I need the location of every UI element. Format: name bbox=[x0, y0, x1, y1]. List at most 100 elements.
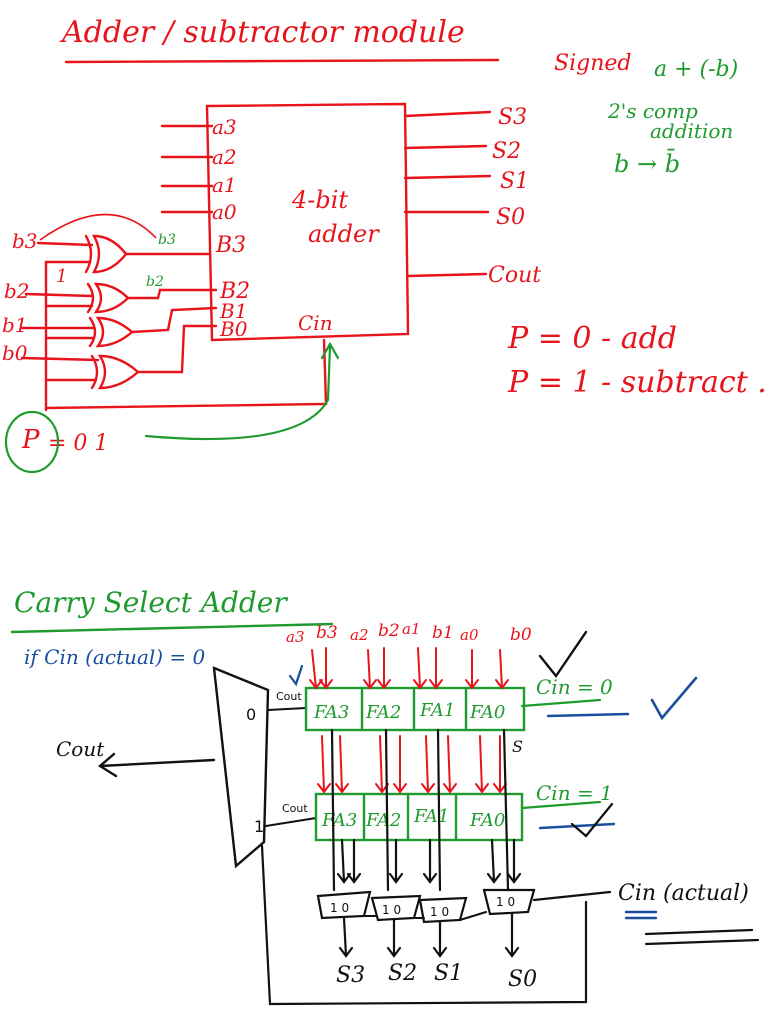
check-mark-2 bbox=[650, 676, 698, 721]
input-b0: b0 bbox=[2, 341, 28, 365]
cin-actual-label: Cin (actual) bbox=[618, 881, 749, 906]
blue-equals bbox=[624, 910, 658, 920]
cout-row1-label: Cout bbox=[276, 690, 302, 703]
label-b1: b1 bbox=[432, 623, 454, 643]
fa-row2-fa3: FA3 bbox=[321, 810, 357, 831]
xor1-out bbox=[130, 306, 218, 334]
input-B1: B1 bbox=[219, 299, 247, 323]
adder-box bbox=[205, 102, 410, 342]
label-a2: a2 bbox=[350, 626, 369, 644]
input-b2: b2 bbox=[4, 279, 30, 303]
top-green-annotations: a + (-b) 2's comp addition b → b̄ b3 b2 bbox=[4, 57, 738, 474]
cond-cin-actual: if Cin (actual) = 0 bbox=[24, 645, 206, 669]
fa-row1-fa3: FA3 bbox=[313, 702, 349, 723]
small-mux-2-label: 1 0 bbox=[382, 903, 401, 917]
check-mark-1 bbox=[538, 630, 588, 679]
sum-S0: S0 bbox=[508, 967, 537, 992]
input-a3: a3 bbox=[212, 115, 237, 139]
xor2-out bbox=[126, 288, 218, 300]
p-feedback-arrow bbox=[144, 344, 332, 441]
fa-row1-dividers bbox=[360, 686, 468, 732]
b3-arc bbox=[39, 213, 157, 241]
output-S2: S2 bbox=[492, 139, 521, 164]
sum-output-arrows bbox=[338, 912, 520, 958]
title-carry-select: Carry Select Adder bbox=[14, 586, 288, 619]
output-S1: S1 bbox=[500, 169, 529, 194]
xor-one-label: 1 bbox=[56, 266, 67, 287]
cin1-underline bbox=[538, 822, 616, 830]
cin0-wire bbox=[520, 698, 602, 708]
fa-row1-fa2: FA2 bbox=[365, 702, 401, 723]
input-b3: b3 bbox=[12, 229, 38, 253]
fa-row2 bbox=[314, 792, 524, 842]
input-a0: a0 bbox=[212, 200, 237, 224]
input-B3: B3 bbox=[215, 233, 246, 258]
cin-actual-underline-1 bbox=[644, 928, 754, 936]
cin-actual-underline-2 bbox=[644, 938, 760, 946]
s2-wire bbox=[403, 144, 488, 150]
sum-S3: S3 bbox=[336, 963, 365, 988]
box-label-4bit: 4-bit bbox=[291, 186, 348, 214]
xor-gate-2 bbox=[86, 282, 130, 314]
fa-row2-dividers bbox=[362, 792, 458, 842]
row2-sum-arrows bbox=[336, 838, 522, 884]
cin-actual-loop bbox=[260, 844, 588, 1006]
small-mux-0-label: 1 0 bbox=[496, 895, 515, 909]
cout-out-arrow bbox=[98, 758, 216, 768]
small-mux-0 bbox=[482, 888, 536, 916]
xor-gate-1 bbox=[88, 316, 134, 348]
input-a2: a2 bbox=[212, 145, 237, 169]
cout-wire bbox=[406, 272, 488, 278]
xor0-out bbox=[136, 324, 218, 374]
input-B2: B2 bbox=[219, 279, 250, 304]
adder-subtractor-diagram: Adder / subtractor module 4-bit adder Ci… bbox=[2, 15, 767, 456]
cin0-underline bbox=[546, 712, 630, 718]
fa-row2-fa2: FA2 bbox=[365, 810, 401, 831]
note-p0-add: P = 0 - add bbox=[507, 321, 677, 356]
small-mux-3-label: 1 0 bbox=[330, 901, 349, 915]
check-mark-4 bbox=[570, 802, 614, 838]
big-mux-0: 0 bbox=[246, 705, 256, 724]
row1-sum-wires bbox=[330, 728, 510, 892]
note-p1-subtract: P = 1 - subtract . bbox=[507, 365, 767, 400]
top-input-labels: a3 b3 a2 b2 a1 b1 a0 b0 bbox=[286, 620, 532, 646]
row1-input-arrows bbox=[309, 647, 509, 690]
note-expr: a + (-b) bbox=[654, 57, 738, 82]
title-underline-green bbox=[10, 622, 334, 634]
cin0-label: Cin = 0 bbox=[536, 675, 613, 699]
big-mux bbox=[212, 666, 270, 869]
cin1-label: Cin = 1 bbox=[536, 781, 613, 805]
p-feedback-arrowhead bbox=[320, 341, 340, 360]
note-b-to-bbar: b → b̄ bbox=[614, 149, 680, 178]
cout-big-label: Cout bbox=[56, 737, 105, 761]
output-S3: S3 bbox=[498, 105, 527, 130]
xor-gate-0 bbox=[90, 354, 140, 390]
check-mark-3 bbox=[288, 664, 304, 687]
label-a3: a3 bbox=[286, 628, 305, 646]
b2-wire bbox=[24, 292, 94, 298]
tag-b2: b2 bbox=[146, 274, 164, 290]
b3-wire bbox=[36, 241, 94, 247]
cin-actual-wire bbox=[532, 890, 612, 902]
cout-out-arrowhead bbox=[97, 752, 118, 778]
label-a1: a1 bbox=[402, 620, 421, 638]
cin1-wire bbox=[520, 800, 602, 810]
input-a1: a1 bbox=[212, 173, 237, 197]
fa-row1-fa1: FA1 bbox=[419, 700, 455, 721]
label-b0: b0 bbox=[510, 625, 532, 645]
output-Cout: Cout bbox=[488, 263, 541, 288]
sum-S2: S2 bbox=[388, 961, 417, 986]
note-twos-comp: 2's comp bbox=[607, 99, 698, 123]
sum-S1: S1 bbox=[434, 961, 463, 986]
p-circle bbox=[4, 410, 60, 474]
fa-row2-fa0: FA0 bbox=[469, 810, 505, 831]
s-label: S bbox=[512, 737, 523, 756]
row2-input-arrows bbox=[317, 735, 507, 794]
note-signed: Signed bbox=[554, 51, 631, 76]
s1-wire bbox=[403, 174, 492, 180]
title-underline bbox=[64, 58, 500, 64]
label-a0: a0 bbox=[460, 626, 479, 644]
input-b1: b1 bbox=[2, 313, 28, 337]
tag-b3: b3 bbox=[158, 232, 176, 248]
